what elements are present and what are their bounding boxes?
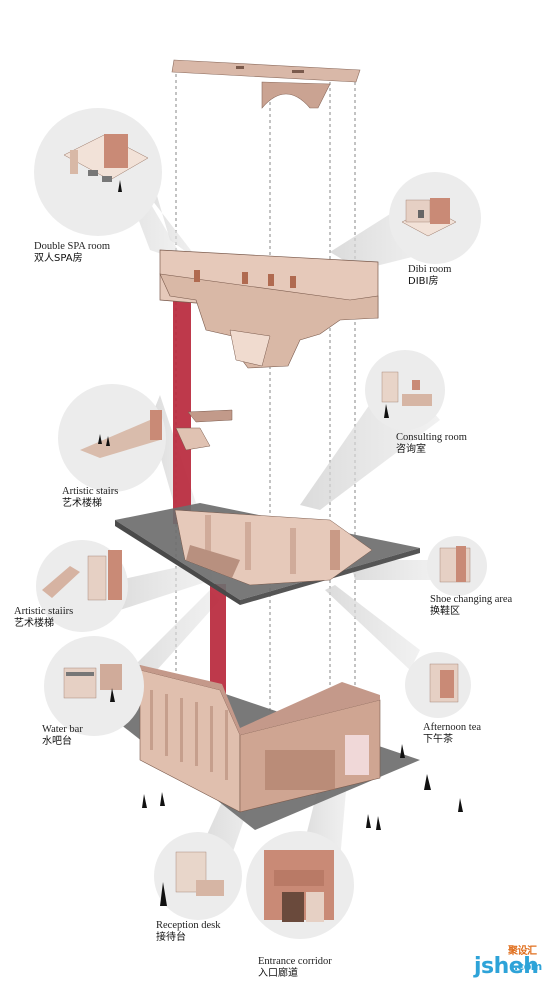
red-shaft-upper: [173, 294, 191, 524]
label-water-bar: Water bar 水吧台: [42, 724, 83, 747]
label-consulting-room: Consulting room 咨询室: [396, 432, 467, 455]
vignette-shoe: [439, 546, 471, 583]
vignette-artistic-stairs-2: [42, 550, 122, 601]
label-afternoon-tea: Afternoon tea 下午茶: [423, 722, 482, 745]
label-shoe-changing-area: Shoe changing area 换鞋区: [430, 594, 513, 617]
people-figures: [142, 744, 463, 830]
vignette-consulting: [381, 371, 432, 418]
label-dibi-room: Dibi room DIBI房: [408, 264, 452, 287]
vignette-reception: [160, 851, 224, 906]
vignette-entrance: [264, 850, 334, 922]
floating-stair: [175, 409, 233, 451]
vignette-afternoon-tea: [429, 663, 459, 703]
ground-floor-block: [115, 665, 420, 830]
label-reception-desk: Reception desk 接待台: [156, 920, 221, 943]
label-entrance-corridor: Entrance corridor 入口廊道: [258, 956, 332, 979]
vignette-dibi: [401, 198, 457, 237]
label-artistic-stairs-2: Artistic staiirs 艺术楼梯: [14, 606, 74, 629]
vignette-artistic-stairs: [80, 410, 162, 458]
watermark-logo: jsheh 聚设汇 .com: [474, 946, 542, 979]
vignette-double-spa: [63, 134, 149, 192]
label-double-spa-room: Double SPA room 双人SPA房: [34, 241, 111, 264]
vignette-water-bar: [63, 664, 122, 702]
top-floor-block: [159, 249, 379, 369]
roof-arch-element: [171, 59, 361, 109]
middle-floor-block: [115, 503, 420, 605]
label-artistic-stairs: Artistic stairs 艺术楼梯: [62, 486, 119, 509]
